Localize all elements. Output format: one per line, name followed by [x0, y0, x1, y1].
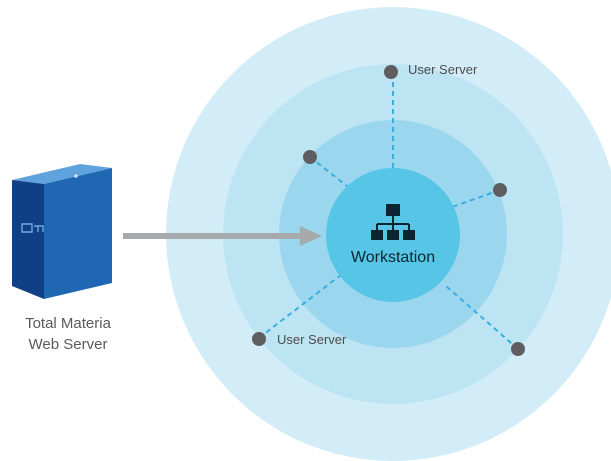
server-logo [21, 223, 44, 233]
user-server-node [303, 150, 317, 164]
server-tower-icon [12, 164, 112, 299]
connector-lower-right [445, 285, 519, 350]
connectors [258, 73, 519, 350]
arrow [123, 226, 322, 246]
web-server-caption: Total Materia Web Server [0, 313, 136, 355]
user-server-node [252, 332, 266, 346]
workstation-label: Workstation [350, 249, 436, 266]
server-top [12, 164, 112, 184]
server-front [44, 168, 112, 299]
user-server-label: User Server [277, 332, 347, 347]
user-server-node [493, 183, 507, 197]
network-hierarchy-icon [371, 204, 415, 240]
web-server-caption-line2: Web Server [28, 336, 108, 353]
power-led [74, 174, 78, 178]
web-server-caption-line1: Total Materia [25, 315, 111, 332]
user-server-node [511, 342, 525, 356]
user-server-label: User Server [408, 62, 478, 77]
server-side [12, 180, 44, 299]
user-server-node [384, 65, 398, 79]
